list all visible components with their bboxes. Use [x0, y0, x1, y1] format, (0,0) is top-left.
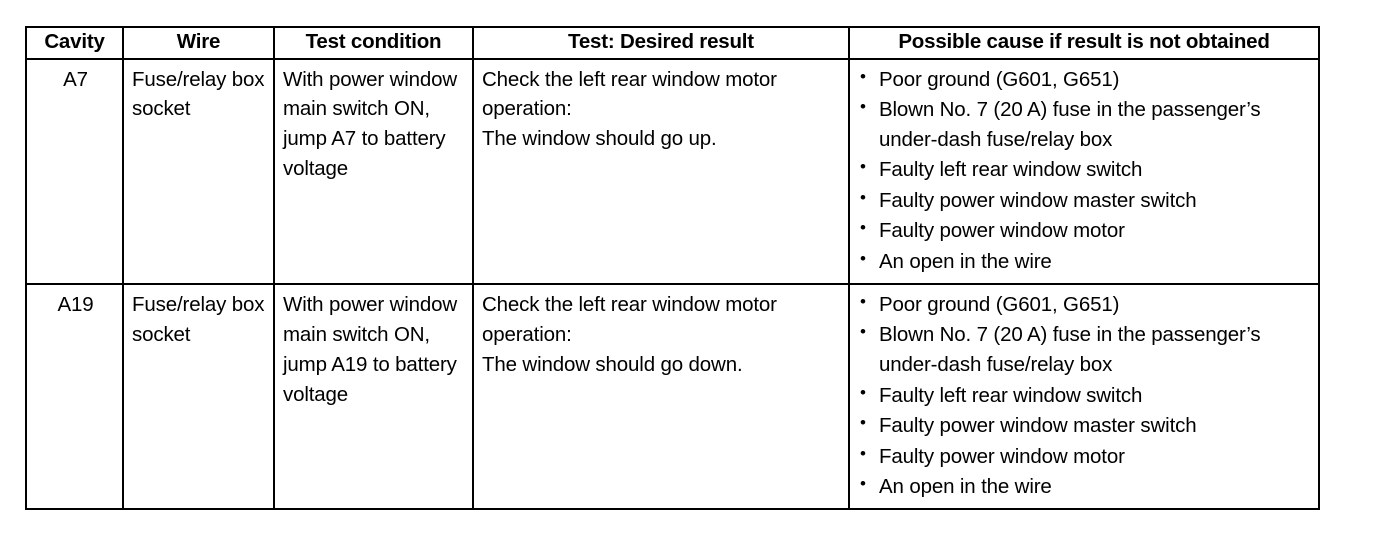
- desired-result-line-2: The window should go up.: [482, 127, 717, 151]
- cell-possible-cause: Poor ground (G601, G651) Blown No. 7 (20…: [848, 282, 1320, 511]
- cell-desired-result: Check the left rear window motor operati…: [472, 282, 850, 511]
- cause-list: Poor ground (G601, G651) Blown No. 7 (20…: [858, 289, 1312, 502]
- desired-result-line-2: The window should go down.: [482, 352, 743, 376]
- cell-cavity: A7: [25, 57, 124, 285]
- cell-test-condition: With power window main switch ON, jump A…: [273, 57, 474, 285]
- table-row: A19 Fuse/relay box socket With power win…: [25, 282, 1320, 511]
- list-item: Faulty left rear window switch: [858, 154, 1312, 185]
- header-row: Cavity Wire Test condition Test: Desired…: [25, 26, 1320, 60]
- cell-cavity: A19: [25, 282, 124, 511]
- cell-test-condition: With power window main switch ON, jump A…: [273, 282, 474, 511]
- list-item: Faulty left rear window switch: [858, 380, 1312, 411]
- cell-possible-cause: Poor ground (G601, G651) Blown No. 7 (20…: [848, 57, 1320, 285]
- list-item: Faulty power window master switch: [858, 185, 1312, 216]
- list-item: An open in the wire: [858, 471, 1312, 502]
- list-item: An open in the wire: [858, 246, 1312, 277]
- column-header-desired-result: Test: Desired result: [472, 26, 850, 60]
- cause-list: Poor ground (G601, G651) Blown No. 7 (20…: [858, 64, 1312, 277]
- cell-desired-result: Check the left rear window motor operati…: [472, 57, 850, 285]
- cell-wire: Fuse/relay box socket: [122, 57, 275, 285]
- list-item: Faulty power window motor: [858, 441, 1312, 472]
- list-item: Faulty power window master switch: [858, 410, 1312, 441]
- list-item: Faulty power window motor: [858, 215, 1312, 246]
- list-item: Blown No. 7 (20 A) fuse in the passenger…: [858, 94, 1312, 155]
- column-header-cavity: Cavity: [25, 26, 124, 60]
- list-item: Blown No. 7 (20 A) fuse in the passenger…: [858, 319, 1312, 380]
- column-header-possible-cause: Possible cause if result is not obtained: [848, 26, 1320, 60]
- table-header: Cavity Wire Test condition Test: Desired…: [25, 26, 1320, 60]
- desired-result-line-1: Check the left rear window motor operati…: [482, 292, 777, 346]
- table-row: A7 Fuse/relay box socket With power wind…: [25, 57, 1320, 285]
- cell-wire: Fuse/relay box socket: [122, 282, 275, 511]
- list-item: Poor ground (G601, G651): [858, 64, 1312, 95]
- table-body: A7 Fuse/relay box socket With power wind…: [25, 57, 1320, 511]
- troubleshooting-table: Cavity Wire Test condition Test: Desired…: [25, 26, 1320, 511]
- column-header-wire: Wire: [122, 26, 275, 60]
- desired-result-line-1: Check the left rear window motor operati…: [482, 67, 777, 121]
- column-header-test-condition: Test condition: [273, 26, 474, 60]
- list-item: Poor ground (G601, G651): [858, 289, 1312, 320]
